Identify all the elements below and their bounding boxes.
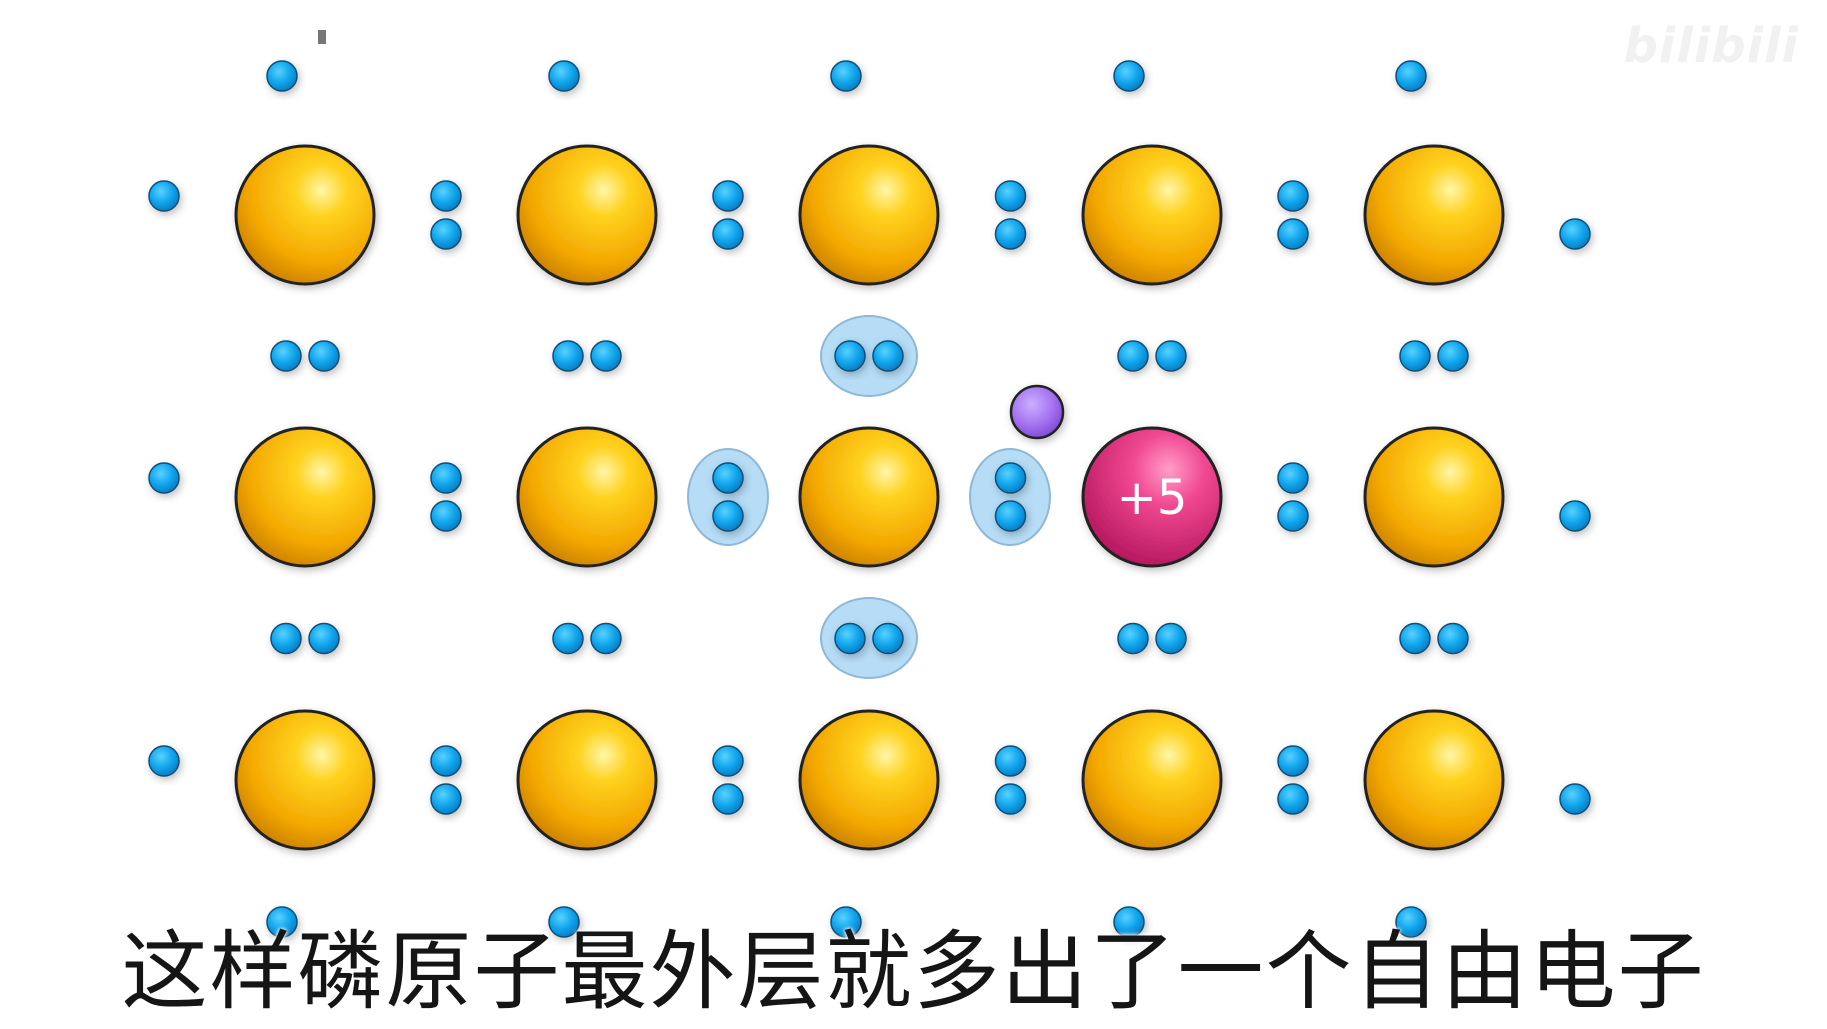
- bond-electron: [430, 783, 462, 815]
- edge-electron: [148, 462, 180, 494]
- bond-electron: [994, 500, 1027, 532]
- edge-electron: [830, 906, 862, 938]
- bond-electron: [834, 340, 866, 372]
- free-electron-layer: [1009, 384, 1065, 440]
- bond-electron: [1277, 462, 1309, 494]
- edge-electron: [830, 60, 862, 92]
- bond-electron: [590, 622, 622, 655]
- edge-electron: [1395, 906, 1427, 938]
- bond-electron: [1155, 622, 1187, 655]
- bond-electron: [552, 340, 584, 372]
- bond-electron: [1437, 340, 1469, 372]
- edge-electron: [1113, 906, 1145, 938]
- silicon-atom: [234, 144, 376, 286]
- bond-electron: [834, 622, 866, 655]
- bond-electron: [712, 180, 744, 212]
- bond-electron: [872, 340, 904, 372]
- edge-electron: [1559, 500, 1591, 532]
- free-electron: [1009, 384, 1065, 440]
- edge-electron: [266, 906, 298, 938]
- silicon-atom: [1081, 709, 1223, 851]
- dopant-charge-label: +5: [1117, 470, 1188, 526]
- silicon-atom: [1363, 709, 1505, 851]
- bond-electron: [872, 622, 904, 655]
- bond-electron: [430, 180, 462, 212]
- bond-electron: [1155, 340, 1187, 372]
- bond-electron: [712, 500, 744, 532]
- bond-highlight-right: [969, 448, 1051, 546]
- bond-electron: [430, 500, 462, 532]
- silicon-atom: [798, 144, 940, 286]
- edge-electron: [1559, 783, 1591, 815]
- bond-electron: [308, 340, 340, 372]
- silicon-atom: [234, 709, 376, 851]
- bond-electron: [712, 462, 744, 494]
- bond-electron: [1117, 340, 1149, 372]
- bond-electron: [712, 783, 744, 815]
- bond-electron: [1117, 622, 1149, 655]
- bond-electron: [1399, 340, 1431, 372]
- bond-electron: [1277, 218, 1309, 250]
- video-subtitle: 这样磷原子最外层就多出了一个自由电子: [121, 922, 1706, 1022]
- bond-electron: [1277, 745, 1309, 777]
- bond-electron: [1277, 783, 1309, 815]
- corner-mark: [318, 30, 326, 44]
- edge-electron: [1559, 218, 1591, 250]
- silicon-atom: [516, 426, 658, 568]
- bond-electron: [270, 340, 302, 372]
- silicon-atom: [798, 426, 940, 568]
- bond-electron: [552, 622, 584, 655]
- silicon-atom: [1363, 426, 1505, 568]
- atom-layer: +5: [234, 144, 1505, 851]
- edge-electron: [148, 745, 180, 777]
- silicon-atom: [516, 709, 658, 851]
- silicon-atom: [1363, 144, 1505, 286]
- bond-electron: [994, 783, 1027, 815]
- silicon-atom: [234, 426, 376, 568]
- edge-electron: [1395, 60, 1427, 92]
- bond-electron: [994, 180, 1027, 212]
- bilibili-watermark-logo: bilibili: [1623, 18, 1799, 74]
- bond-electron: [590, 340, 622, 372]
- electron-layer: [148, 60, 1591, 938]
- bond-electron: [430, 462, 462, 494]
- bond-highlight-bottom: [820, 597, 918, 679]
- bond-electron: [994, 218, 1027, 250]
- edge-electron: [148, 180, 180, 212]
- bond-electron: [1277, 180, 1309, 212]
- edge-electron: [266, 60, 298, 92]
- edge-electron: [1113, 60, 1145, 92]
- bond-electron: [270, 622, 302, 655]
- bond-electron: [430, 745, 462, 777]
- phosphorus-atom: [1081, 426, 1223, 568]
- silicon-atom: [516, 144, 658, 286]
- edge-electron: [548, 60, 580, 92]
- bond-electron: [1277, 500, 1309, 532]
- silicon-atom: [1081, 144, 1223, 286]
- bond-highlights: [687, 315, 1051, 679]
- bond-electron: [1437, 622, 1469, 655]
- bond-electron: [712, 218, 744, 250]
- bond-electron: [1399, 622, 1431, 655]
- edge-electron: [548, 906, 580, 938]
- bond-electron: [430, 218, 462, 250]
- bond-electron: [308, 622, 340, 655]
- bond-electron: [994, 745, 1027, 777]
- bond-highlight-top: [820, 315, 918, 397]
- bond-highlight-left: [687, 448, 769, 546]
- bond-electron: [994, 462, 1027, 494]
- silicon-atom: [798, 709, 940, 851]
- bond-electron: [712, 745, 744, 777]
